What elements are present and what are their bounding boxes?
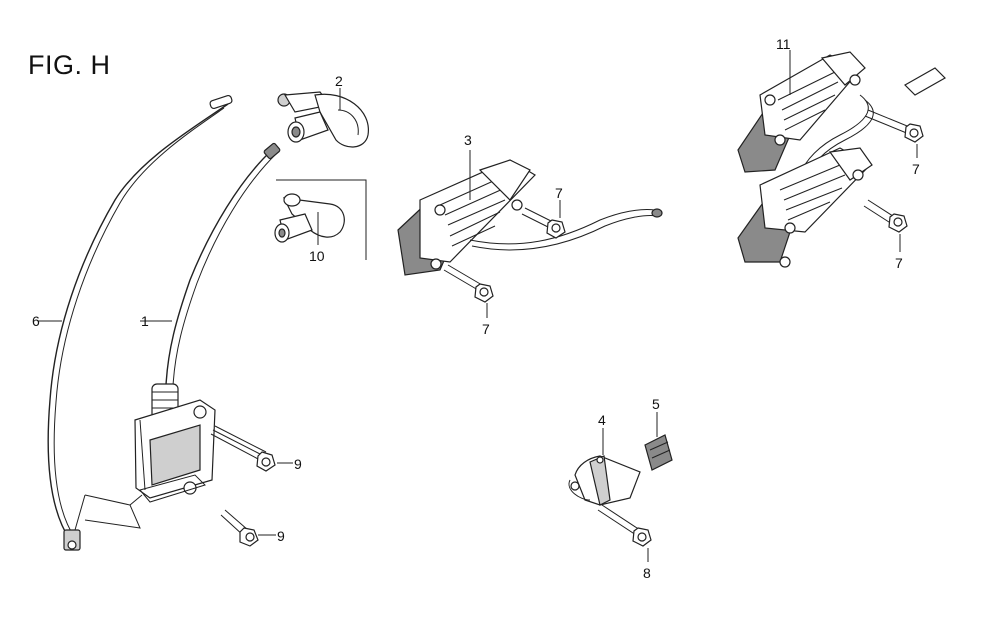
callout-7-charge-coil-right: 7 <box>555 185 563 201</box>
charge-coil <box>397 150 663 276</box>
ground-wire <box>38 94 233 551</box>
bolt-lower-coil <box>863 199 908 252</box>
callout-8: 8 <box>643 565 651 581</box>
callout-9-upper: 9 <box>294 456 302 472</box>
bolt-upper-coil <box>864 109 924 158</box>
callout-5: 5 <box>652 396 660 412</box>
bracket <box>568 428 641 506</box>
callout-7-lower-coil: 7 <box>895 255 903 271</box>
ignition-coil <box>74 142 281 531</box>
callout-1: 1 <box>141 313 149 329</box>
callout-4: 4 <box>598 412 606 428</box>
alternate-plug-cap <box>274 179 367 260</box>
callout-3: 3 <box>464 132 472 148</box>
bolt-lower <box>220 509 276 547</box>
callout-2: 2 <box>335 73 343 89</box>
figure-title: FIG. H <box>28 50 111 80</box>
callout-11: 11 <box>776 36 791 52</box>
bolt-charge-coil-lower <box>443 264 494 318</box>
clip <box>644 412 673 471</box>
callout-6: 6 <box>32 313 40 329</box>
bolt-upper <box>210 425 293 472</box>
lighting-coil-lower <box>737 147 873 268</box>
bracket-bolt <box>597 504 652 562</box>
callouts: 1 2 3 4 5 6 7 7 7 7 8 9 9 10 11 <box>32 36 920 581</box>
callout-9-lower: 9 <box>277 528 285 544</box>
callout-7-upper-coil: 7 <box>912 161 920 177</box>
callout-10: 10 <box>309 248 325 264</box>
lighting-coil-upper <box>737 50 866 173</box>
spark-plug-cap <box>277 88 369 148</box>
bolt-charge-coil-right <box>521 200 566 239</box>
callout-7-charge-coil-lower: 7 <box>482 321 490 337</box>
